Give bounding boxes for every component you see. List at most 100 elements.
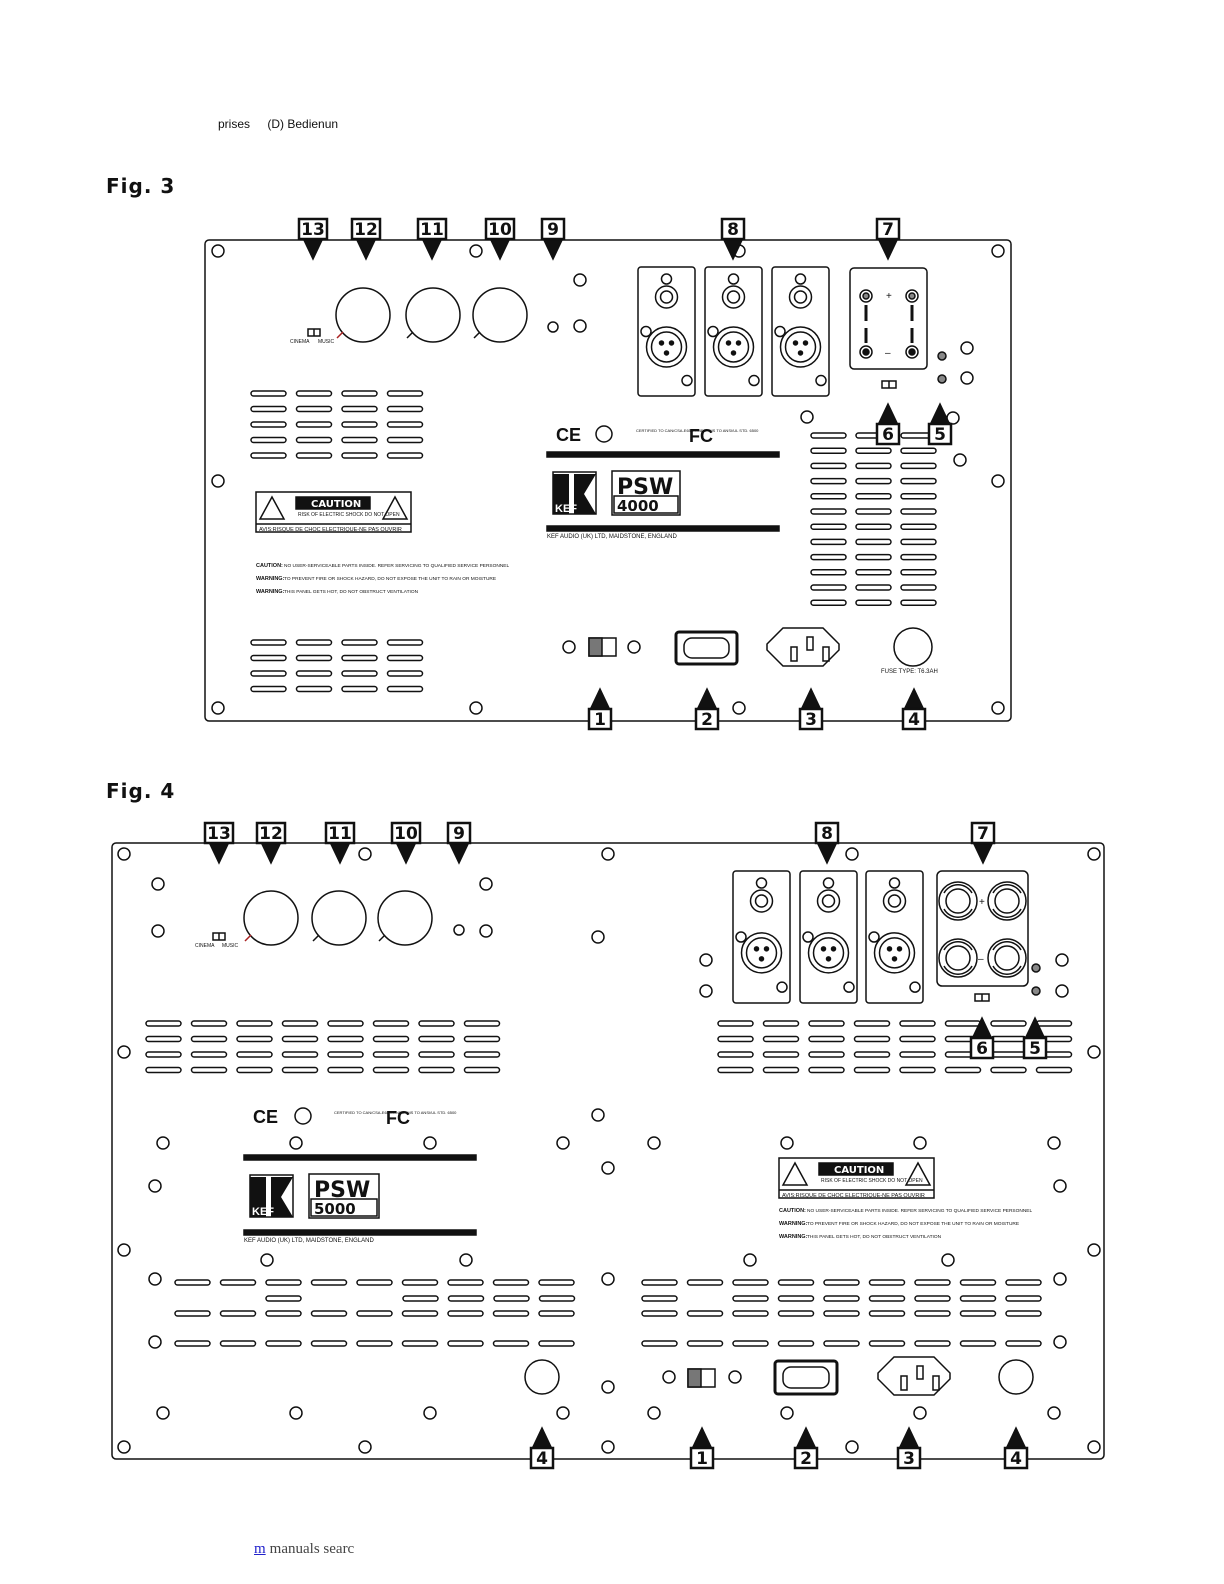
header-left: prises (218, 117, 251, 131)
vent-slot (356, 1279, 393, 1286)
callout-label: 5 (1029, 1039, 1041, 1059)
vent-slot (372, 1035, 410, 1043)
vent-slot (327, 1020, 364, 1027)
binding-post[interactable] (987, 938, 1027, 978)
fig3-input-module[interactable] (704, 266, 763, 397)
screw-hole (960, 341, 974, 355)
fig4-iec-inlet[interactable] (877, 1356, 951, 1396)
vent-slot (174, 1340, 211, 1347)
xlr-jack[interactable] (779, 326, 822, 368)
callout-label: 8 (727, 220, 739, 240)
fig4-input-module[interactable] (865, 870, 924, 1004)
fig3-iec-inlet[interactable] (766, 627, 840, 667)
fig4-fuse-holder-right[interactable] (998, 1359, 1034, 1395)
xlr-jack[interactable] (873, 932, 916, 974)
callout-8: 8 (720, 217, 746, 261)
fig3-fuse-holder[interactable] (893, 627, 933, 667)
warning-key: WARNING: (779, 1234, 808, 1240)
rca-jack[interactable] (788, 285, 813, 309)
vent-slot (463, 1020, 501, 1027)
screw-hole (289, 1406, 303, 1420)
fig3-knob-11[interactable] (405, 287, 461, 343)
binding-post[interactable] (938, 938, 978, 978)
rca-jack[interactable] (816, 889, 841, 913)
vent-slot (447, 1295, 485, 1302)
fig3-plus-label: + (886, 291, 892, 302)
callout-6: 6 (969, 1016, 995, 1060)
vent-slot (372, 1020, 410, 1027)
callout-label: 4 (536, 1449, 548, 1469)
vent-slot (281, 1066, 319, 1074)
fig4-power-switch[interactable] (773, 1359, 839, 1396)
vent-slot (810, 508, 847, 515)
screw-hole (591, 930, 605, 944)
fig4-switch-label-music: MUSIC (222, 943, 239, 949)
fig4-knob-11[interactable] (311, 890, 367, 946)
vent-slot (265, 1310, 302, 1317)
fig4-screws (117, 847, 1101, 1454)
vent-slot (463, 1035, 501, 1043)
fig4-led-9 (453, 924, 465, 936)
fig3-power-switch[interactable] (674, 630, 739, 666)
fig4-knob-12[interactable] (243, 890, 299, 946)
fig3-input-module[interactable] (771, 266, 830, 397)
vent-slot (810, 493, 847, 500)
fig3-knob-10[interactable] (472, 287, 528, 343)
vent-slot (855, 462, 892, 470)
screw-hole (662, 1370, 676, 1384)
screw-hole (1055, 953, 1069, 967)
vent-slot (386, 452, 424, 459)
callout-9: 9 (540, 217, 566, 261)
vent-slot (327, 1066, 364, 1074)
fig3-knob-12[interactable] (335, 287, 391, 343)
fig3-indicator-led (937, 374, 947, 384)
vent-slot (959, 1340, 997, 1347)
vent-slot (310, 1310, 348, 1317)
vent-slot (295, 670, 333, 677)
vent-slot (762, 1035, 800, 1043)
fig4-knob-10[interactable] (377, 890, 433, 946)
fig3-caution-fr: AVIS:RISQUE DE CHOC ELECTRIQUE-NE PAS OU… (259, 527, 402, 533)
vent-slot (810, 553, 847, 561)
binding-post[interactable] (938, 881, 978, 921)
fig4-fuse-holder-left[interactable] (524, 1359, 560, 1395)
vent-slot (899, 1020, 936, 1027)
callout-6: 6 (875, 402, 901, 446)
vent-slot (492, 1340, 530, 1347)
rca-jack[interactable] (654, 285, 679, 309)
xlr-jack[interactable] (740, 932, 783, 974)
vent-slot (810, 569, 847, 576)
vent-slot (145, 1035, 182, 1043)
rca-jack[interactable] (882, 889, 907, 913)
vent-slot (1005, 1279, 1042, 1286)
fig3-indicator-led (937, 351, 947, 361)
fig3-speaker-terminals[interactable] (849, 267, 928, 370)
fig3-caution-label (255, 491, 412, 533)
screw-hole (699, 984, 713, 998)
fig3-ce-mark: CE (556, 425, 581, 445)
xlr-jack[interactable] (645, 326, 688, 368)
xlr-jack[interactable] (712, 326, 755, 368)
xlr-jack[interactable] (807, 932, 850, 974)
fig4-input-module[interactable] (799, 870, 858, 1004)
vent-slot (1005, 1340, 1042, 1347)
fig4-brand: KEF (252, 1206, 274, 1218)
screw-hole (469, 701, 483, 715)
fig4-input-module[interactable] (732, 870, 791, 1004)
screw-hole (913, 1136, 927, 1150)
vent-slot (145, 1066, 182, 1074)
warning-text: THIS PANEL GETS HOT, DO NOT OBSTRUCT VEN… (807, 1234, 942, 1240)
fig3-input-module[interactable] (637, 266, 696, 397)
rca-jack[interactable] (721, 285, 746, 309)
screw-hole (556, 1136, 570, 1150)
fig4-speaker-terminals[interactable] (936, 870, 1029, 987)
vent-slot (823, 1310, 860, 1317)
warning-text: NO USER-SERVICEABLE PARTS INSIDE. REFER … (807, 1208, 1032, 1214)
rca-jack[interactable] (749, 889, 774, 913)
binding-post[interactable] (987, 881, 1027, 921)
callout-1: 1 (587, 687, 613, 731)
footer-link[interactable]: m (254, 1541, 266, 1557)
vent-slot (855, 538, 892, 546)
warning-key: WARNING: (256, 576, 285, 582)
fig4-switch-label-cinema: CINEMA (195, 943, 215, 949)
